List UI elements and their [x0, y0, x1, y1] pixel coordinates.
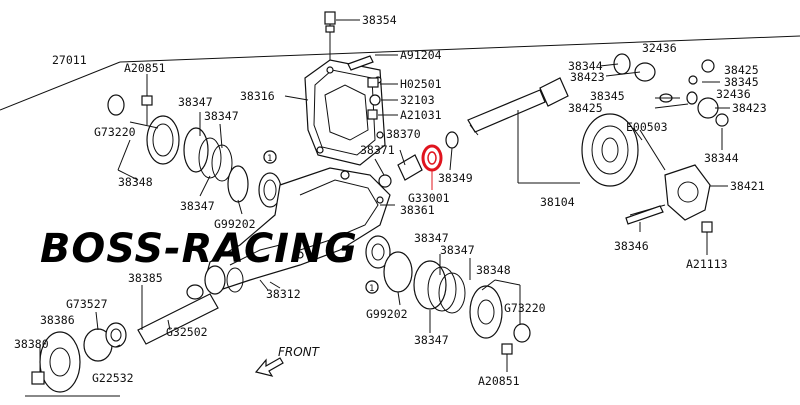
label-g22532: G22532: [92, 371, 134, 385]
label-38386: 38386: [40, 313, 75, 327]
label-38370: 38370: [386, 127, 421, 141]
label-32103: 32103: [400, 93, 435, 107]
label-38104: 38104: [540, 195, 575, 209]
part-a21113-bolt: [701, 221, 713, 255]
label-38347-f: 38347: [414, 333, 449, 347]
label-32436-upper: 32436: [642, 41, 677, 55]
label-27011: 27011: [52, 53, 87, 67]
label-a20851-lower: A20851: [478, 374, 520, 388]
part-38104-pinion: [467, 77, 580, 184]
label-a21113: A21113: [686, 257, 728, 271]
label-a20851-upper: A20851: [124, 61, 166, 75]
label-38421: 38421: [730, 179, 765, 193]
label-38344-lower: 38344: [704, 151, 739, 165]
part-g33001-seal-highlight[interactable]: [421, 144, 443, 190]
part-38354-bolt: [324, 11, 360, 62]
part-38370-collapsible-spacer: [397, 154, 423, 181]
label-g99202-lower: G99202: [366, 307, 408, 321]
label-38349: 38349: [438, 171, 473, 185]
label-38316: 38316: [240, 89, 275, 103]
label-38345-lower: 38345: [590, 89, 625, 103]
label-38423-upper: 38423: [570, 70, 605, 84]
label-38361: 38361: [400, 203, 435, 217]
label-38425-upper: 38425: [724, 63, 759, 77]
part-38380-nut: [31, 371, 45, 385]
part-a20851-bolt-lower: [501, 343, 513, 372]
part-right-flange: [365, 235, 531, 343]
frame-lines: [0, 35, 800, 397]
label-38344-upper: 38344: [568, 59, 603, 73]
label-g32502: G32502: [166, 325, 208, 339]
label-38347-b: 38347: [204, 109, 239, 123]
part-38371-spacer: [378, 174, 392, 188]
part-38349-washer: [445, 131, 459, 149]
label-h02501: H02501: [400, 77, 442, 91]
part-38386-flange: [39, 322, 127, 393]
label-38348-lower: 38348: [476, 263, 511, 277]
part-ring-gear: [581, 113, 639, 187]
label-g73220-lower: G73220: [504, 301, 546, 315]
part-a20851-bolt-upper: [141, 74, 153, 125]
label-g33001: G33001: [408, 191, 450, 205]
part-labels: 38354 27011 A91204 A20851 H02501 38316 3…: [14, 13, 767, 388]
part-left-flange: [107, 94, 282, 208]
svg-text:1: 1: [369, 284, 374, 294]
part-a21031-bolt: [367, 109, 398, 120]
label-g99202-upper: G99202: [214, 217, 256, 231]
label-38380: 38380: [14, 337, 49, 351]
part-h02501-plug: [367, 77, 398, 88]
label-a21031: A21031: [400, 108, 442, 122]
label-38346: 38346: [614, 239, 649, 253]
label-38347-a: 38347: [178, 95, 213, 109]
label-38312: 38312: [266, 287, 301, 301]
label-a91204: A91204: [400, 48, 442, 62]
label-g73220-upper: G73220: [94, 125, 136, 139]
part-32103-washer: [369, 94, 398, 106]
part-38346-pin: [625, 205, 664, 225]
label-38385: 38385: [128, 271, 163, 285]
part-a91204-bolt: [347, 54, 398, 71]
svg-text:FRONT: FRONT: [278, 345, 321, 359]
label-38345-upper: 38345: [724, 75, 759, 89]
ref-circle-1a: 1: [263, 150, 277, 164]
label-32436-lower: 32436: [716, 87, 751, 101]
label-38425-lower: 38425: [568, 101, 603, 115]
label-g73527: G73527: [66, 297, 108, 311]
label-38423-lower: 38423: [732, 101, 767, 115]
watermark-boss-racing: BOSS-RACING: [40, 226, 358, 272]
label-38348-upper: 38348: [118, 175, 153, 189]
label-38347-d: 38347: [414, 231, 449, 245]
ref-circle-1b: 1: [365, 280, 379, 294]
leader-lines: [39, 63, 730, 372]
label-38354: 38354: [362, 13, 397, 27]
svg-text:1: 1: [267, 154, 272, 164]
part-38385-shaft: [137, 284, 219, 345]
part-38312-housing: [204, 167, 391, 295]
front-arrow: FRONT: [254, 345, 321, 377]
part-38421-case: [664, 164, 711, 221]
label-38371: 38371: [360, 143, 395, 157]
label-e00503: E00503: [626, 120, 668, 134]
svg-text:BOSS-RACING: BOSS-RACING: [40, 226, 358, 272]
label-38347-c: 38347: [180, 199, 215, 213]
label-38347-e: 38347: [440, 243, 475, 257]
